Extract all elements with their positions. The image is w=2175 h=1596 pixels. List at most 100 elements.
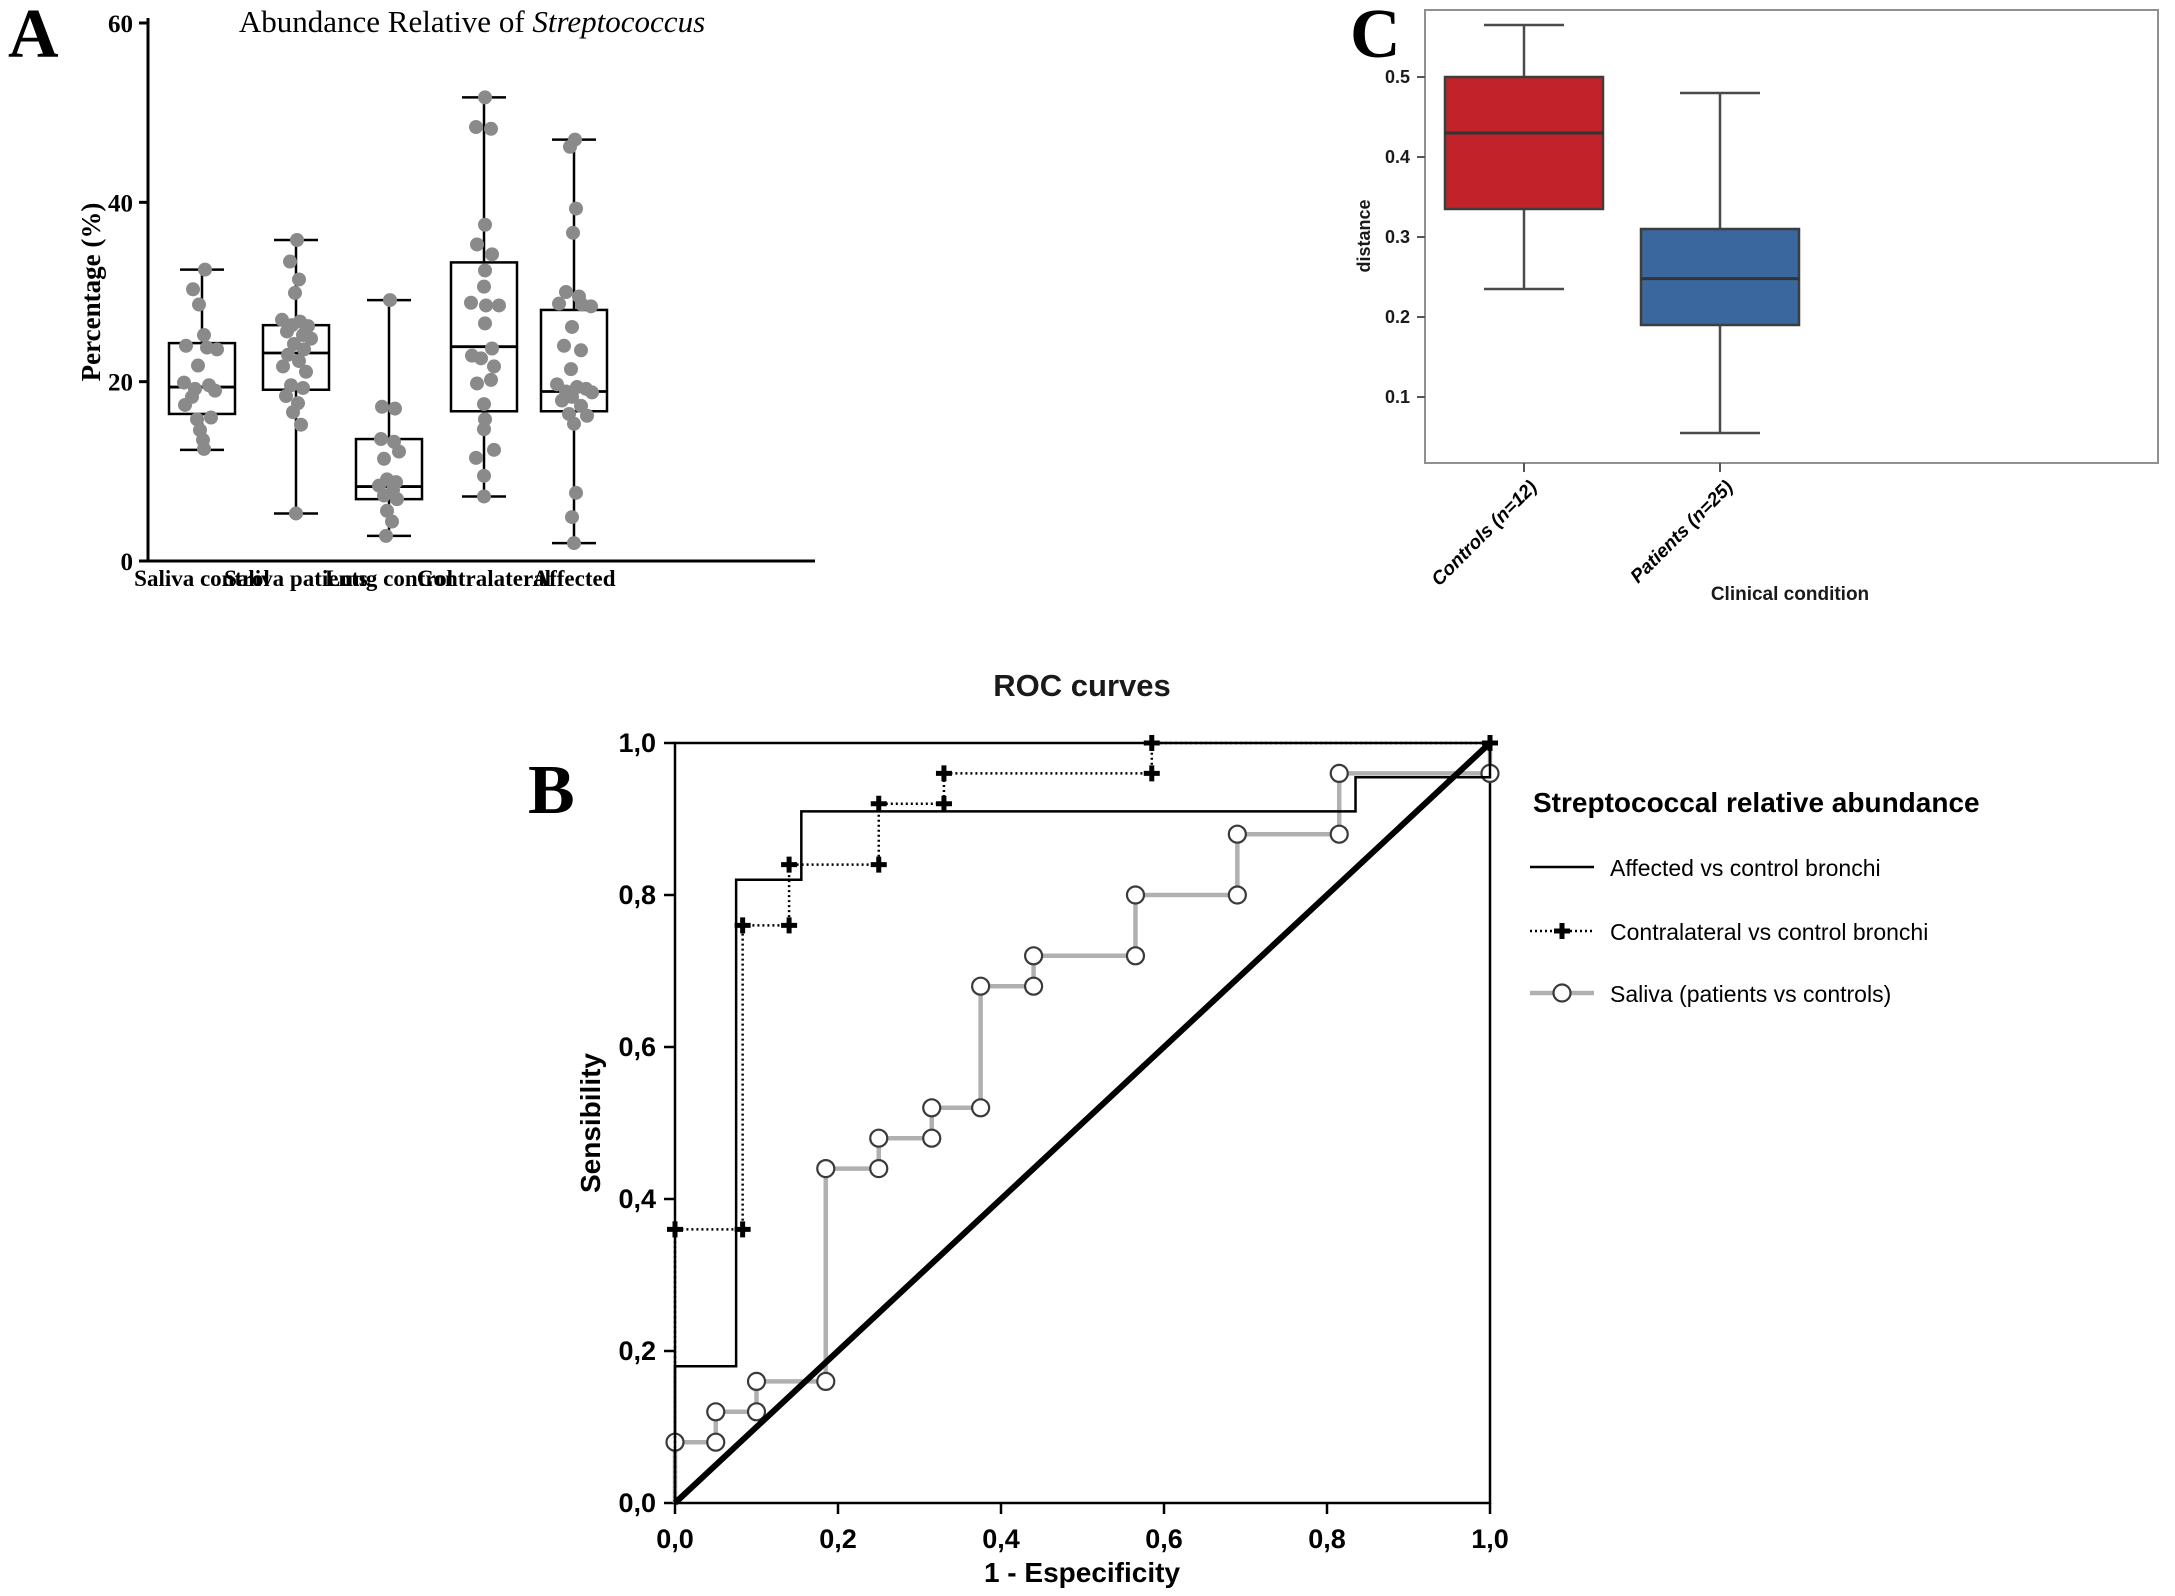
panel-c-category-label: Controls (n=12) — [1428, 477, 1542, 591]
panel-b-ytick-label: 0,6 — [618, 1032, 656, 1062]
panel-b-ytick-label: 1,0 — [618, 728, 656, 758]
panel-b-xtick-label: 0,8 — [1308, 1524, 1346, 1554]
panel-c-ytick-label: 0.3 — [1385, 227, 1410, 247]
data-point — [478, 316, 492, 331]
legend-entry-affected-vs-control-bronchi: Affected vs control bronchi — [1530, 855, 1881, 881]
panel-c-ytick-label: 0.4 — [1385, 147, 1410, 167]
boxplot-saliva-patients — [261, 232, 331, 521]
legend-entry-saliva-patients-vs-controls: Saliva (patients vs controls) — [1530, 981, 1891, 1007]
boxplot-saliva-control — [167, 262, 237, 456]
data-point — [192, 297, 206, 312]
data-point — [388, 401, 402, 416]
data-point — [178, 397, 192, 412]
data-point — [208, 383, 222, 398]
panel-b-ytick-label: 0,4 — [618, 1184, 656, 1214]
data-point — [584, 299, 598, 314]
data-point — [281, 347, 295, 362]
data-point — [374, 432, 388, 447]
data-point — [469, 120, 483, 135]
data-point — [478, 90, 492, 105]
data-point — [390, 492, 404, 507]
data-point — [276, 359, 290, 374]
data-point — [563, 139, 577, 154]
panel-a-ytick-label: 20 — [108, 370, 133, 397]
data-point — [564, 362, 578, 377]
data-point — [383, 293, 397, 308]
data-point — [392, 444, 406, 459]
panel-b-ytick-label: 0,2 — [618, 1336, 656, 1366]
data-point — [377, 451, 391, 466]
data-point — [204, 410, 218, 425]
data-point — [179, 338, 193, 353]
panel-a-category-label: Lung control — [325, 566, 453, 591]
data-point — [290, 232, 304, 247]
data-point — [470, 237, 484, 252]
data-point — [477, 279, 491, 294]
panel-a-ytick-label: 40 — [108, 190, 133, 217]
roc-legend-title: Streptococcal relative abundance — [1533, 787, 1980, 818]
panel-b-title: ROC curves — [993, 668, 1170, 703]
panel-b-xtick-label: 0,6 — [1145, 1524, 1183, 1554]
data-point — [557, 338, 571, 353]
data-point — [464, 295, 478, 310]
data-point — [477, 397, 491, 412]
data-point — [280, 324, 294, 339]
data-point — [292, 354, 306, 369]
data-point — [477, 422, 491, 437]
data-point — [296, 380, 310, 395]
roc-legend: Streptococcal relative abundanceAffected… — [1530, 787, 1980, 1007]
data-point — [484, 121, 498, 136]
panel-b-plot-frame — [673, 741, 1492, 1505]
panel-a-title: Abundance Relative of Streptococcus — [239, 4, 705, 39]
data-point — [210, 342, 224, 357]
roc-curve-affected-vs-control-bronchi — [673, 743, 1492, 1503]
data-point — [569, 485, 583, 500]
data-point — [487, 442, 501, 457]
boxplot-lung-control — [354, 293, 424, 543]
boxplot-contralateral — [449, 90, 519, 504]
panel-c-ytick-label: 0.1 — [1385, 387, 1410, 407]
data-point — [566, 225, 580, 240]
panel-c-ytick-label: 0.2 — [1385, 307, 1410, 327]
data-point — [197, 328, 211, 343]
data-point — [552, 296, 566, 311]
data-point — [479, 298, 493, 313]
data-point — [574, 343, 588, 358]
data-point — [286, 405, 300, 420]
panel-a-category-label: Saliva patients — [224, 566, 368, 591]
data-point — [484, 372, 498, 387]
data-point — [567, 416, 581, 431]
data-point — [377, 488, 391, 503]
panel-b-xlabel: 1 - Especificity — [984, 1557, 1181, 1588]
data-point — [283, 254, 297, 269]
legend-entry-label: Affected vs control bronchi — [1610, 855, 1881, 881]
data-point — [292, 272, 306, 287]
boxplot-patients-n-25 — [1639, 91, 1801, 435]
data-point — [299, 364, 313, 379]
data-point — [197, 441, 211, 456]
legend-entry-label: Contralateral vs control bronchi — [1610, 919, 1928, 945]
boxplot-controls-n-12 — [1443, 23, 1605, 291]
data-point — [289, 506, 303, 521]
legend-entry-label: Saliva (patients vs controls) — [1610, 981, 1891, 1007]
data-point — [198, 262, 212, 277]
panel-a-ytick-label: 0 — [121, 549, 134, 576]
data-point — [297, 342, 311, 357]
panel-c-ytick-label: 0.5 — [1385, 67, 1410, 87]
data-point — [559, 285, 573, 299]
panel-b-xtick-label: 1,0 — [1471, 1524, 1509, 1554]
data-point — [477, 468, 491, 483]
data-point — [565, 319, 579, 334]
data-point — [177, 375, 191, 390]
roc-reference-diagonal — [672, 740, 1493, 1506]
data-point — [304, 331, 318, 346]
data-point — [375, 399, 389, 414]
data-point — [565, 510, 579, 525]
data-point — [555, 393, 569, 408]
panel-b-label: B — [528, 752, 575, 829]
panel-b-xtick-label: 0,4 — [982, 1524, 1020, 1554]
data-point — [478, 263, 492, 278]
panel-c-category-label: Patients (n=25) — [1627, 477, 1738, 588]
